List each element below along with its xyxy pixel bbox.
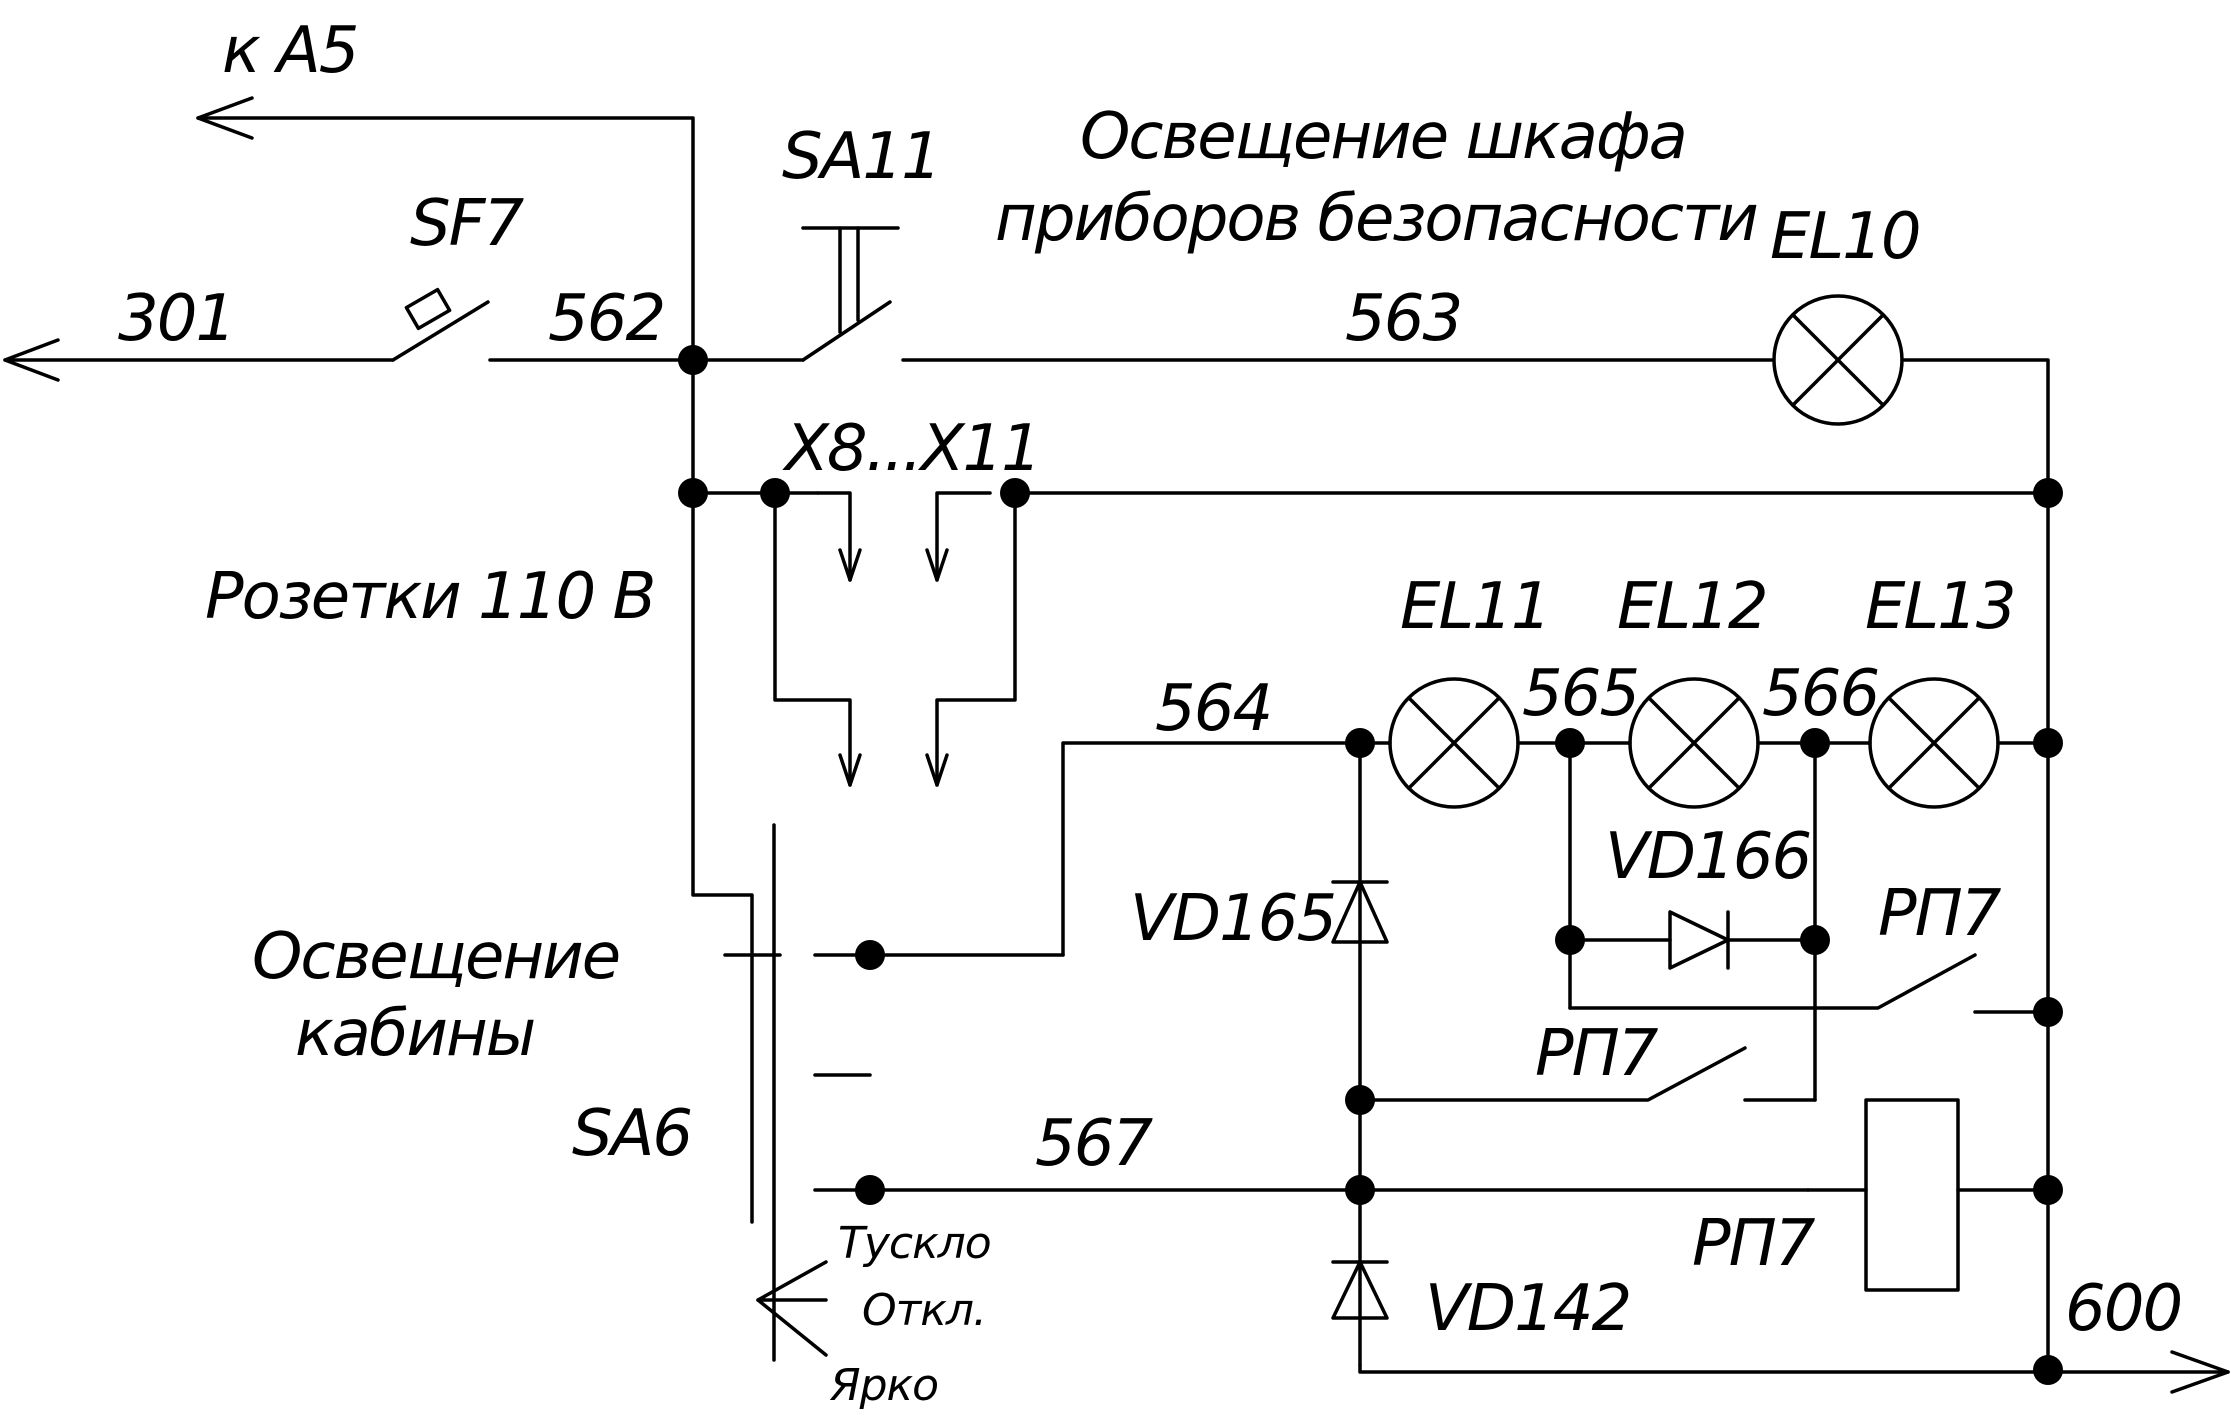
diode-vd165 [1331,741,1389,1367]
label-position-dim: Тускло [838,1218,991,1269]
label-sf7: SF7 [410,187,524,261]
relay-contact-rp7-upper [1568,953,2050,1014]
relay-coil-rp7 [1806,1098,2050,1292]
label-el11: EL11 [1400,570,1550,644]
caption-cabinet-lighting-line1: Освещение шкафа [1080,100,1686,174]
caption-sockets: Розетки 110 В [205,560,654,634]
label-wire-301: 301 [118,282,234,356]
label-wire-600: 600 [2065,1272,2181,1346]
relay-contact-rp7-lower [1358,1046,1817,1102]
label-x8-x11: X8...X11 [782,412,1040,486]
label-position-bright: Ярко [829,1360,938,1411]
diode-vd142 [1331,1260,2230,1394]
breaker-sf7 [391,287,695,362]
label-el12: EL12 [1617,570,1767,644]
label-wire-562: 562 [548,282,664,356]
caption-cabinet-lighting-line2: приборов безопасности [995,182,1757,256]
label-position-off: Откл. [862,1285,986,1336]
label-sa11: SA11 [782,120,940,194]
wire-301 [3,338,395,382]
label-vd166: VD166 [1605,820,1810,894]
wire-to-a5 [196,96,695,359]
junction-dots [678,345,2063,1385]
label-wire-563: 563 [1345,282,1461,356]
label-rp7-contact-lower: РП7 [1535,1017,1659,1091]
label-wire-567: 567 [1035,1107,1153,1181]
label-wire-564: 564 [1155,672,1271,746]
rotary-switch-sa6 [723,741,1810,1362]
label-sa6: SA6 [572,1097,691,1171]
socket-bus [691,491,2050,787]
left-bus [691,358,754,1224]
label-el10: EL10 [1770,200,1920,274]
label-rp7-coil: РП7 [1692,1207,1816,1281]
lamp-chain [1358,677,2050,809]
caption-cabin-lighting-line1: Освещение [252,920,619,994]
label-wire-566: 566 [1762,657,1878,731]
label-vd142: VD142 [1425,1272,1630,1346]
label-rp7-contact-upper: РП7 [1878,877,2002,951]
label-vd165: VD165 [1130,882,1335,956]
lamp-el10 [1772,294,2050,1372]
label-to-a5: к А5 [222,14,358,88]
pushbutton-sa11 [691,226,1774,362]
label-wire-565: 565 [1522,657,1638,731]
label-el13: EL13 [1865,570,2015,644]
caption-cabin-lighting-line2: кабины [295,997,534,1071]
